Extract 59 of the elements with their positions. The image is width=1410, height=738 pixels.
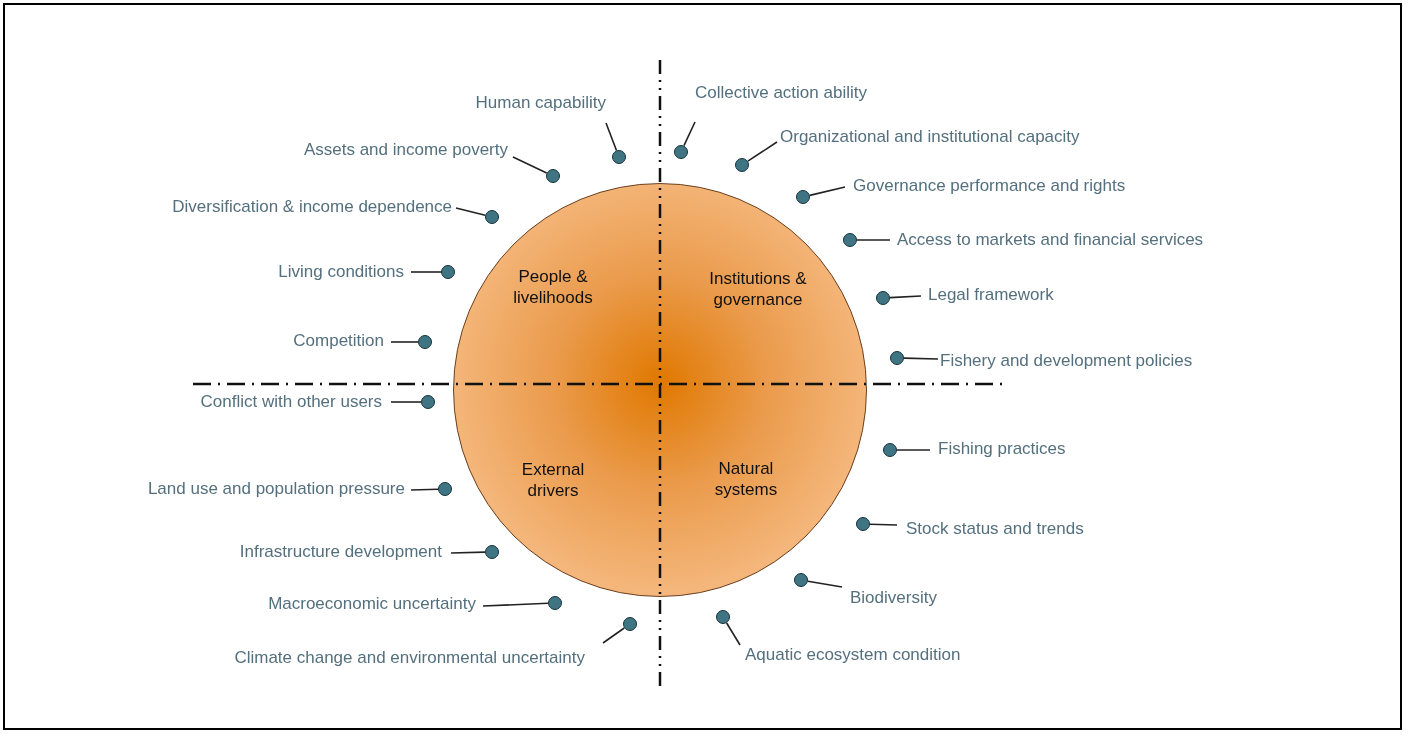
leader-line	[450, 551, 486, 554]
quadrant-label: People & livelihoods	[512, 266, 594, 308]
factor-label: Human capability	[475, 93, 606, 113]
factor-label: Organizational and institutional capacity	[780, 127, 1080, 147]
marker-dot	[716, 610, 730, 624]
leader-line	[856, 239, 891, 241]
leader-line	[725, 622, 741, 646]
factor-label: Climate change and environmental uncertainty	[234, 648, 585, 668]
marker-dot	[876, 291, 890, 305]
factor-label: Legal framework	[928, 285, 1054, 305]
factor-label: Access to markets and financial services	[897, 230, 1204, 250]
marker-dot	[438, 482, 452, 496]
marker-dot	[421, 395, 435, 409]
marker-dot	[548, 596, 562, 610]
marker-dot	[546, 169, 560, 183]
factor-label: Stock status and trends	[906, 519, 1084, 539]
factor-label: Fishing practices	[938, 439, 1066, 459]
leader-line	[605, 122, 618, 152]
factor-label: Fishery and development policies	[940, 351, 1193, 371]
leader-line	[390, 401, 422, 403]
marker-dot	[623, 617, 637, 631]
marker-dot	[612, 150, 626, 164]
factor-label: Diversification & income dependence	[172, 197, 452, 217]
factor-label: Aquatic ecosystem condition	[745, 645, 961, 665]
leader-line	[903, 357, 939, 360]
marker-dot	[890, 351, 904, 365]
factor-label: Governance performance and rights	[853, 176, 1126, 196]
leader-line	[455, 207, 486, 217]
marker-dot	[735, 158, 749, 172]
quadrant-label: External drivers	[520, 459, 586, 501]
quadrant-label: Institutions & governance	[708, 268, 808, 310]
factor-label: Biodiversity	[850, 588, 937, 608]
leader-line	[807, 580, 843, 588]
factor-label: Land use and population pressure	[147, 479, 405, 499]
marker-dot	[883, 443, 897, 457]
leader-line	[869, 523, 898, 526]
marker-dot	[856, 517, 870, 531]
marker-dot	[418, 335, 432, 349]
quadrant-label: Natural systems	[713, 458, 779, 500]
leader-line	[896, 449, 931, 451]
leader-line	[410, 271, 442, 273]
leader-line	[512, 156, 548, 174]
leader-line	[683, 121, 696, 147]
marker-dot	[441, 265, 455, 279]
factor-label: Macroeconomic uncertainty	[268, 594, 476, 614]
factor-label: Collective action ability	[695, 83, 867, 103]
leader-line	[390, 341, 419, 343]
factor-label: Competition	[293, 331, 384, 351]
factor-label: Living conditions	[278, 262, 404, 282]
factor-label: Infrastructure development	[239, 542, 442, 562]
leader-line	[602, 627, 626, 644]
leader-line	[747, 141, 778, 162]
marker-dot	[674, 145, 688, 159]
leader-line	[482, 602, 549, 607]
factor-label: Assets and income poverty	[303, 140, 508, 160]
leader-line	[410, 488, 439, 491]
factor-label: Conflict with other users	[200, 392, 382, 412]
leader-line	[809, 186, 846, 197]
leader-line	[889, 295, 922, 299]
